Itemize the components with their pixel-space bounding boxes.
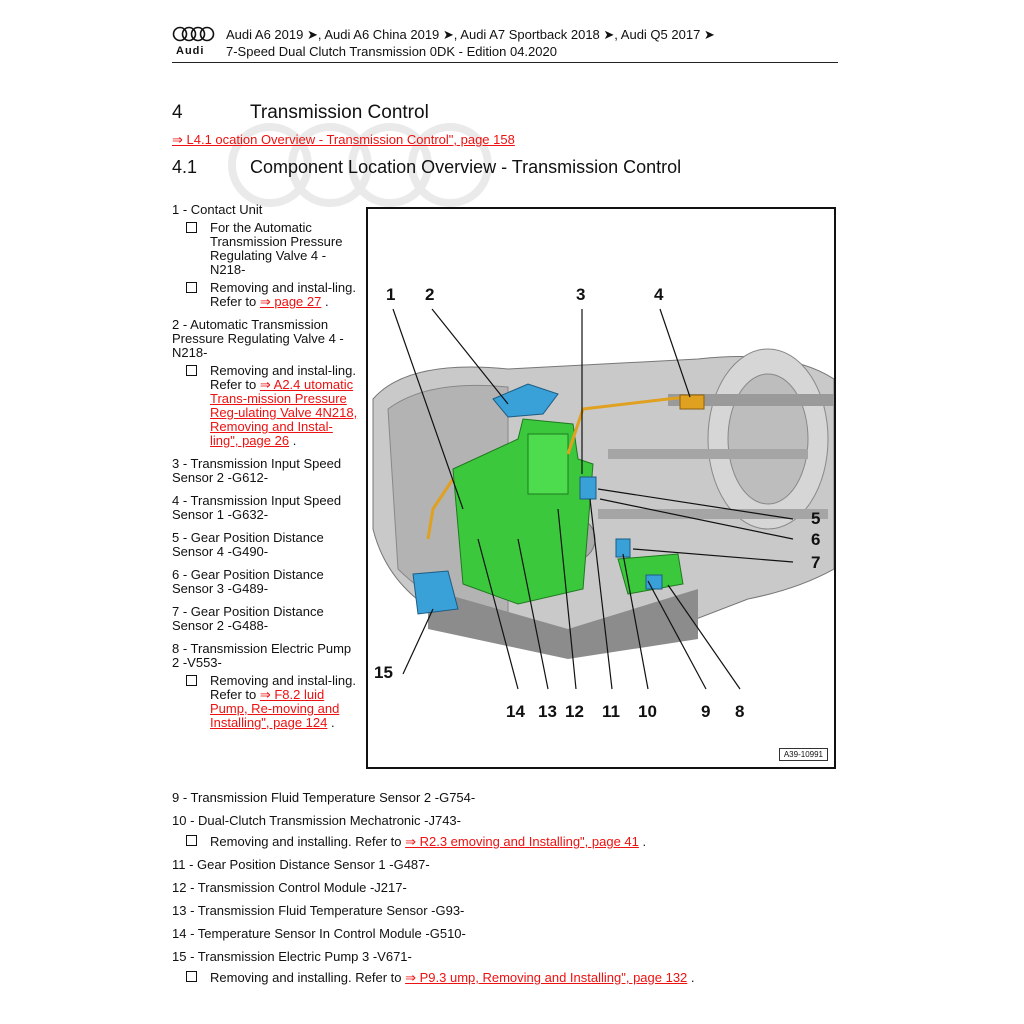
callout-3: 3: [576, 285, 586, 304]
reference-link[interactable]: ⇒ P9.3 ump, Removing and Installing", pa…: [405, 970, 688, 985]
callout-10: 10: [638, 702, 657, 721]
subitem-suffix: .: [289, 433, 297, 448]
reference-link[interactable]: ⇒ R2.3 emoving and Installing", page 41: [405, 834, 639, 849]
component-diagram: 1 2 3 4 5 6 7 8 9 10 11 12 13 14 15 A39-…: [366, 207, 836, 769]
legend-item-title: 11 - Gear Position Distance Sensor 1 -G4…: [172, 857, 430, 872]
legend-item: 8 - Transmission Electric Pump 2 -V553- R…: [172, 642, 360, 730]
logo-word: Audi: [176, 45, 205, 57]
legend-item-title: 5 - Gear Position Distance Sensor 4 -G49…: [172, 530, 324, 559]
callout-5: 5: [811, 509, 821, 528]
callout-8: 8: [735, 702, 745, 721]
legend-subitem: Removing and installing. Refer to ⇒ P9.3…: [172, 970, 812, 985]
legend-item: 13 - Transmission Fluid Temperature Sens…: [172, 903, 812, 918]
subitem-suffix: .: [321, 294, 329, 309]
transmission-illustration: [372, 308, 834, 690]
subsection-title: Component Location Overview - Transmissi…: [250, 157, 682, 177]
subitem-suffix: .: [327, 715, 335, 730]
checkbox-icon: [186, 222, 197, 233]
legend-item-title: 8 - Transmission Electric Pump 2 -V553-: [172, 641, 352, 670]
subitem-suffix: .: [687, 970, 695, 985]
reference-link[interactable]: ⇒ F8.2 luid Pump, Re-moving and Installi…: [210, 687, 340, 730]
callout-13: 13: [538, 702, 557, 721]
legend-item: 14 - Temperature Sensor In Control Modul…: [172, 926, 812, 941]
header-models: Audi A6 2019 ➤, Audi A6 China 2019 ➤, Au…: [226, 27, 715, 42]
section-link[interactable]: ⇒ L4.1 ocation Overview - Transmission C…: [172, 132, 515, 147]
legend-subitem: Removing and instal-ling. Refer to ⇒ F8.…: [172, 674, 360, 730]
legend-item-title: 12 - Transmission Control Module -J217-: [172, 880, 407, 895]
subitem-text: Removing and instal-ling. Refer to: [210, 280, 356, 309]
legend-item-title: 9 - Transmission Fluid Temperature Senso…: [172, 790, 476, 805]
callout-4: 4: [654, 285, 664, 304]
watermark-rings: [228, 123, 492, 207]
section-title: Transmission Control: [250, 102, 429, 123]
callout-14: 14: [506, 702, 525, 721]
subitem-text: Removing and instal-ling. Refer to: [210, 673, 356, 702]
page-header: Audi Audi A6 2019 ➤, Audi A6 China 2019 …: [172, 24, 838, 63]
legend-item-title: 13 - Transmission Fluid Temperature Sens…: [172, 903, 465, 918]
legend-subitem: Removing and instal-ling. Refer to ⇒ pag…: [172, 281, 360, 309]
callout-6: 6: [811, 530, 821, 549]
legend-item-title: 10 - Dual-Clutch Transmission Mechatroni…: [172, 813, 461, 828]
checkbox-icon: [186, 365, 197, 376]
subitem-text: Removing and installing. Refer to: [210, 970, 406, 985]
legend-item: 6 - Gear Position Distance Sensor 3 -G48…: [172, 568, 360, 596]
legend-item-title: 4 - Transmission Input Speed Sensor 1 -G…: [172, 493, 342, 522]
legend-bottom-list: 9 - Transmission Fluid Temperature Senso…: [172, 790, 812, 993]
legend-subitem: Removing and instal-ling. Refer to ⇒ A2.…: [172, 364, 360, 448]
legend-item-title: 15 - Transmission Electric Pump 3 -V671-: [172, 949, 412, 964]
checkbox-icon: [186, 835, 197, 846]
callout-15: 15: [374, 663, 393, 682]
figure-id: A39-10991: [778, 748, 828, 761]
legend-item: 11 - Gear Position Distance Sensor 1 -G4…: [172, 857, 812, 872]
legend-item: 4 - Transmission Input Speed Sensor 1 -G…: [172, 494, 360, 522]
legend-item: 9 - Transmission Fluid Temperature Senso…: [172, 790, 812, 805]
legend-item: 5 - Gear Position Distance Sensor 4 -G49…: [172, 531, 360, 559]
legend-item: 7 - Gear Position Distance Sensor 2 -G48…: [172, 605, 360, 633]
audi-logo: Audi: [172, 26, 218, 60]
legend-item-title: 2 - Automatic Transmission Pressure Regu…: [172, 317, 344, 360]
reference-link[interactable]: ⇒ page 27: [259, 294, 322, 309]
callout-9: 9: [701, 702, 711, 721]
callout-1: 1: [386, 285, 396, 304]
header-edition: 7-Speed Dual Clutch Transmission 0DK - E…: [226, 44, 557, 59]
subitem-text: Removing and instal-ling. Refer to: [210, 363, 356, 392]
legend-item: 3 - Transmission Input Speed Sensor 2 -G…: [172, 457, 360, 485]
checkbox-icon: [186, 971, 197, 982]
reference-link[interactable]: ⇒ A2.4 utomatic Trans-mission Pressure R…: [210, 377, 358, 448]
subitem-text: Removing and installing. Refer to: [210, 834, 406, 849]
legend-subitem: Removing and installing. Refer to ⇒ R2.3…: [172, 834, 812, 849]
legend-item-title: 7 - Gear Position Distance Sensor 2 -G48…: [172, 604, 324, 633]
legend-item: 10 - Dual-Clutch Transmission Mechatroni…: [172, 813, 812, 849]
legend-item-title: 6 - Gear Position Distance Sensor 3 -G48…: [172, 567, 324, 596]
section-number: 4: [172, 102, 183, 123]
callout-7: 7: [811, 553, 821, 572]
legend-item-title: 3 - Transmission Input Speed Sensor 2 -G…: [172, 456, 342, 485]
legend-item-title: 1 - Contact Unit: [172, 202, 263, 217]
callout-2: 2: [425, 285, 435, 304]
checkbox-icon: [186, 675, 197, 686]
callout-12: 12: [565, 702, 584, 721]
legend-item: 2 - Automatic Transmission Pressure Regu…: [172, 318, 360, 448]
legend-item: 15 - Transmission Electric Pump 3 -V671-…: [172, 949, 812, 985]
legend-item: 12 - Transmission Control Module -J217-: [172, 880, 812, 895]
checkbox-icon: [186, 282, 197, 293]
subitem-suffix: .: [638, 834, 647, 849]
legend-subitem: For the Automatic Transmission Pressure …: [172, 221, 360, 277]
legend-item-title: 14 - Temperature Sensor In Control Modul…: [172, 926, 466, 941]
subitem-text: For the Automatic Transmission Pressure …: [210, 220, 343, 277]
subsection-number: 4.1: [172, 157, 198, 177]
callout-11: 11: [602, 702, 620, 721]
